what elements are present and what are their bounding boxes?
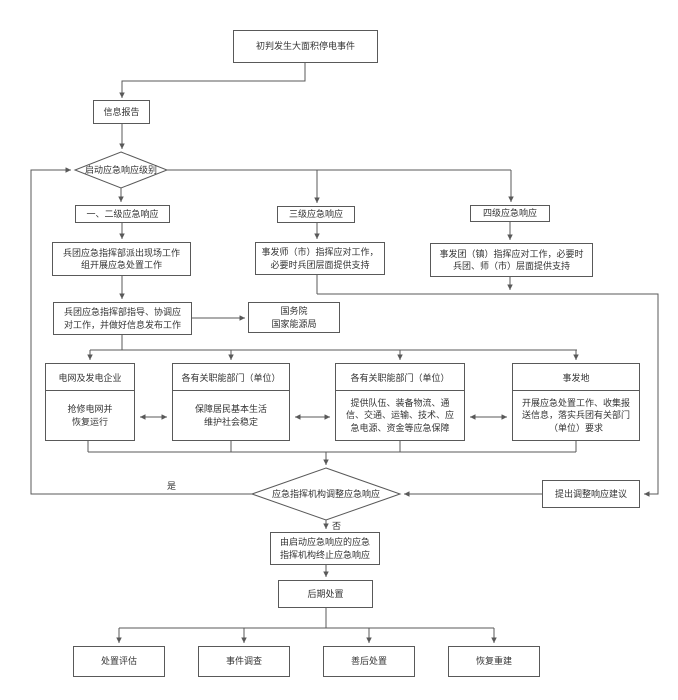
dept-box-functional-2-header: 各有关职能部门（单位）: [336, 364, 464, 391]
decision-adjust-diamond: [252, 468, 400, 520]
node-final-assessment: 处置评估: [73, 646, 165, 677]
dept-box-grid-body: 抢修电网并 恢复运行: [67, 404, 113, 427]
dept-box-functional-1: 各有关职能部门（单位） 保障居民基本生活 维护社会稳定: [172, 363, 290, 441]
node-level3: 三级应急响应: [277, 206, 355, 223]
dept-box-grid-header: 电网及发电企业: [46, 364, 134, 391]
node-info-report: 信息报告: [93, 100, 150, 124]
node-level4: 四级应急响应: [470, 205, 550, 222]
node-final-aftermath: 善后处置: [323, 646, 415, 677]
edge-label-yes: 是: [166, 479, 178, 492]
node-post-disposal: 后期处置: [278, 580, 373, 608]
node-level4-step: 事发团（镇）指挥应对工作，必要时 兵团、师（市）层面提供支持: [430, 243, 593, 277]
dept-box-functional-1-header: 各有关职能部门（单位）: [173, 364, 289, 391]
dept-box-grid: 电网及发电企业 抢修电网并 恢复运行: [45, 363, 135, 441]
edge-yes-feedback: [31, 167, 252, 494]
node-final-investigation: 事件调查: [198, 646, 290, 677]
node-start: 初判发生大面积停电事件: [233, 30, 378, 63]
node-propose-adjust: 提出调整响应建议: [542, 480, 640, 508]
dept-box-incident-site-header: 事发地: [513, 364, 639, 391]
decision-adjust-label: 应急指挥机构调整应急响应: [271, 488, 380, 499]
dept-box-functional-2-body: 提供队伍、装备物流、通 信、交通、运输、技术、应 急电源、资金等应急保障: [345, 398, 454, 433]
node-state-council: 国务院 国家能源局: [248, 302, 340, 333]
decision-level-diamond: [75, 152, 167, 188]
node-level12-step2: 兵团应急指挥部指导、协调应 对工作，并做好信息发布工作: [53, 302, 192, 335]
edge-start-to-info: [119, 63, 305, 98]
node-level12: 一、二级应急响应: [75, 205, 170, 223]
dept-box-functional-1-body: 保障居民基本生活 维护社会稳定: [194, 404, 267, 427]
decision-level-label: 启动应急响应级别: [84, 164, 157, 175]
dept-box-incident-site: 事发地 开展应急处置工作、收集报 送信息，落实兵团有关部门 （单位）要求: [512, 363, 640, 441]
node-terminate: 由启动应急响应的应急 指挥机构终止应急响应: [270, 532, 380, 565]
edge-right-bus: [317, 294, 658, 497]
node-level3-step: 事发师（市）指挥应对工作， 必要时兵团层面提供支持: [255, 242, 385, 275]
edge-label-no: 否: [331, 519, 343, 532]
dept-box-incident-site-body: 开展应急处置工作、收集报 送信息，落实兵团有关部门 （单位）要求: [521, 398, 630, 433]
node-final-rebuild: 恢复重建: [448, 646, 540, 677]
dept-box-functional-2: 各有关职能部门（单位） 提供队伍、装备物流、通 信、交通、运输、技术、应 急电源…: [335, 363, 465, 441]
node-level12-step1: 兵团应急指挥部派出现场工作 组开展应急处置工作: [52, 242, 191, 276]
